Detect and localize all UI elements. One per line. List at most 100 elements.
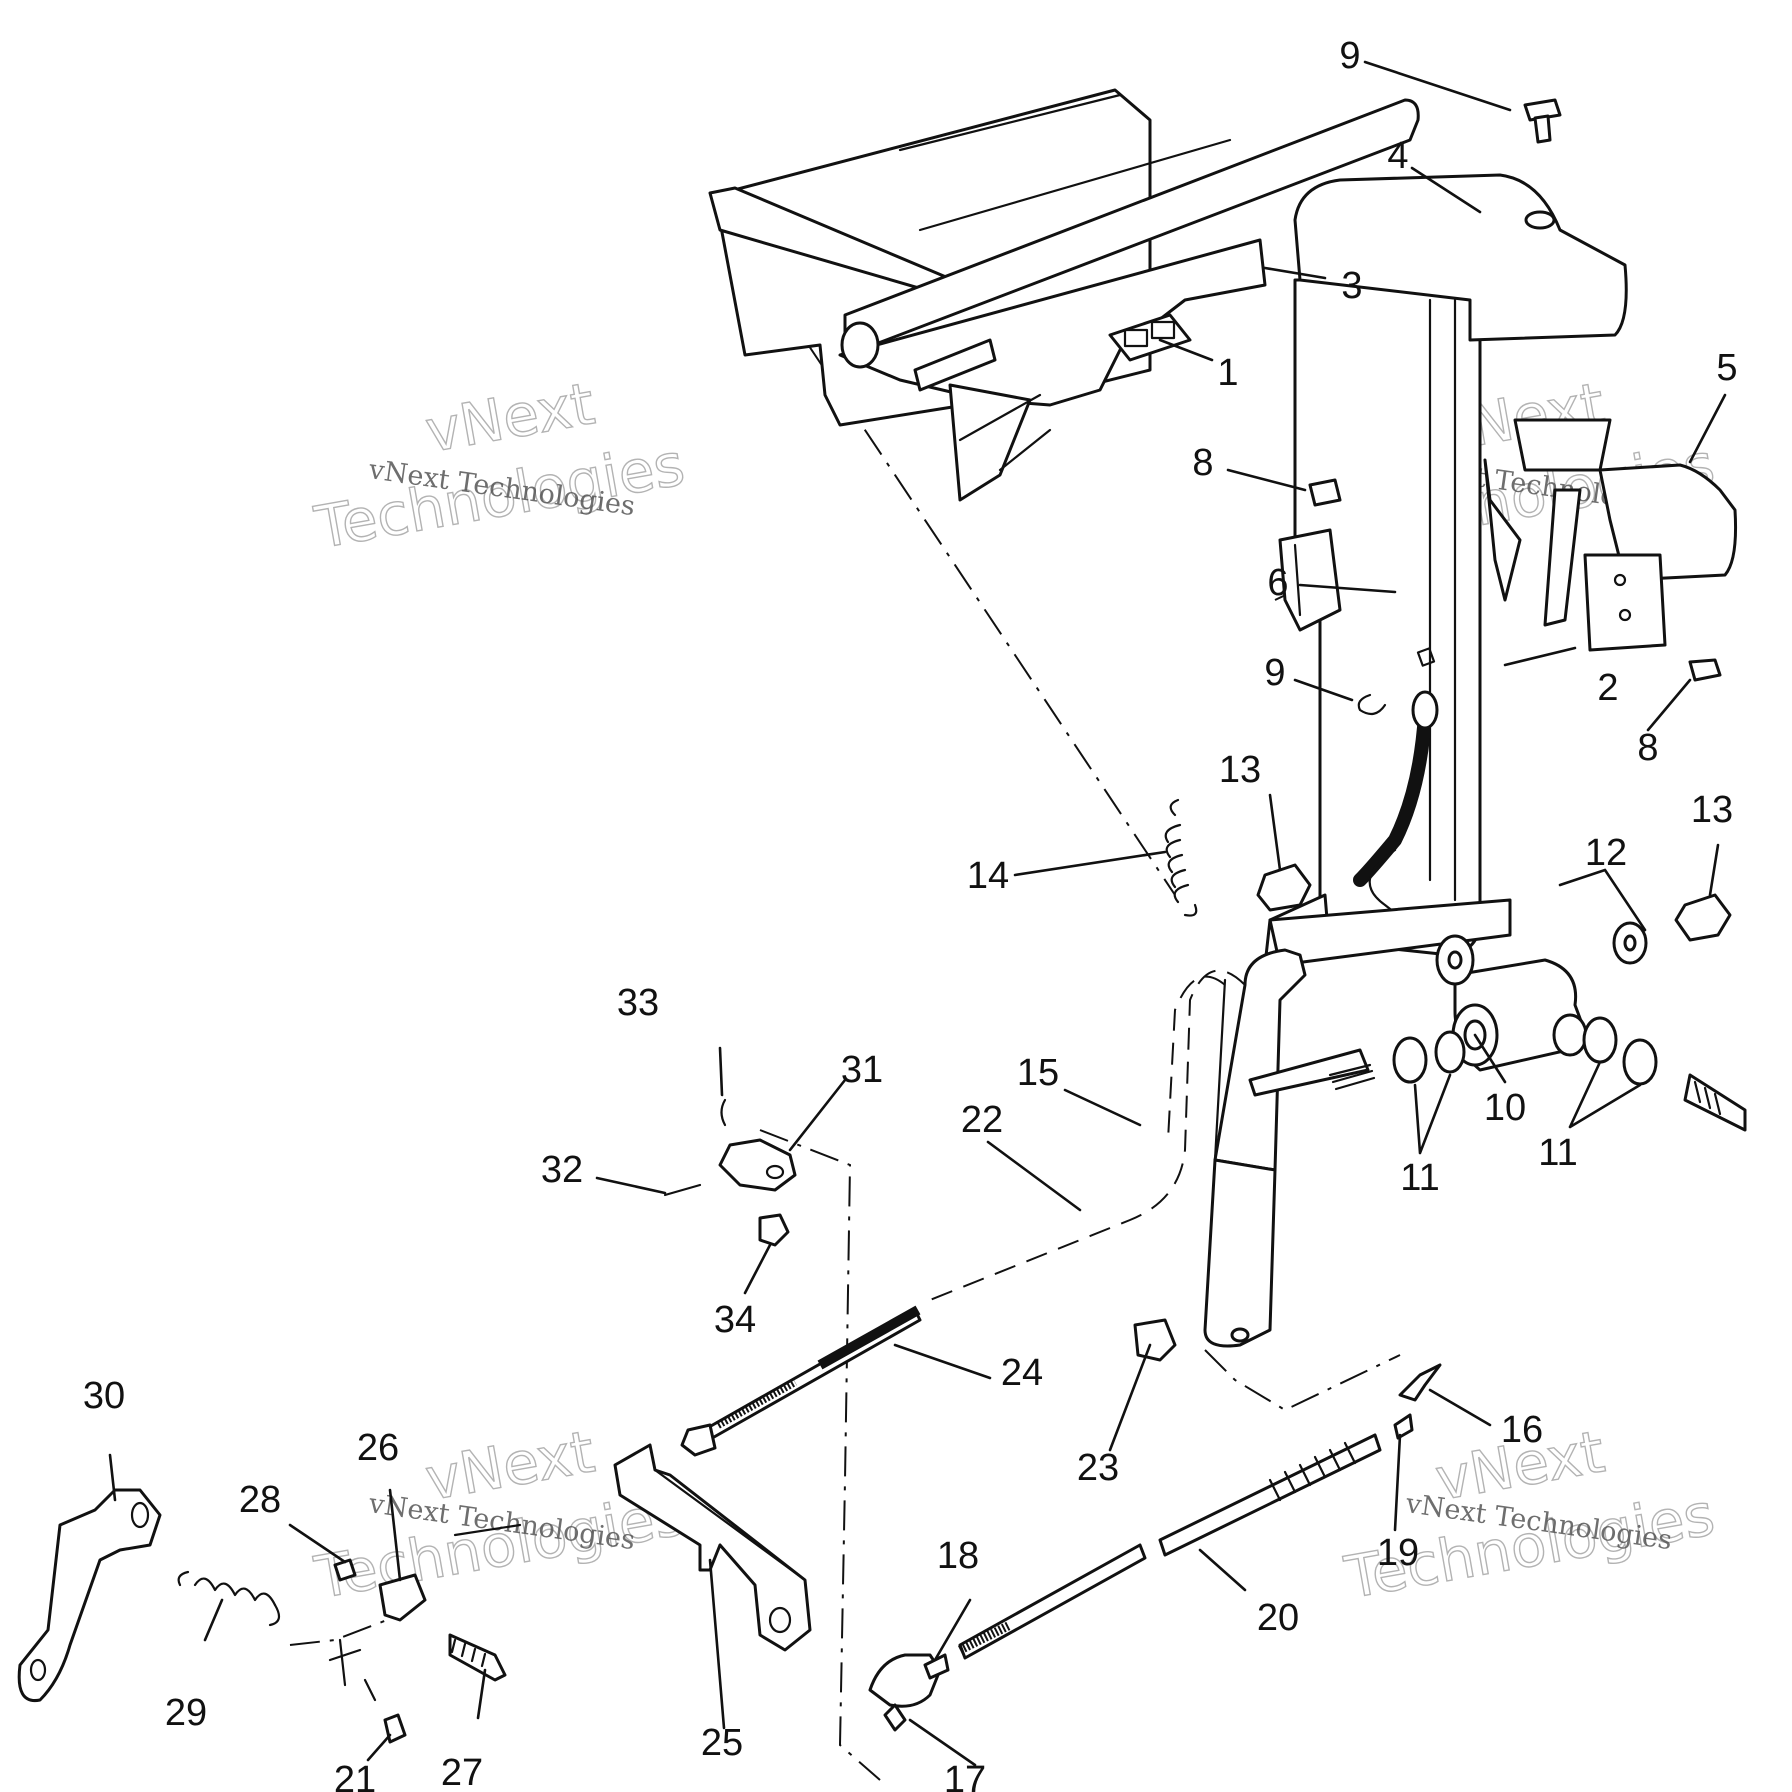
leader-13a bbox=[1268, 793, 1282, 872]
bracket-5-hole-2 bbox=[1618, 608, 1632, 622]
rod-end-16 bbox=[1398, 1363, 1442, 1402]
callout-6: 6 bbox=[1267, 562, 1288, 604]
lever-shank-edge bbox=[1213, 978, 1227, 1162]
leader-1 bbox=[1158, 338, 1214, 362]
callout-13b: 13 bbox=[1691, 789, 1733, 831]
leader-4 bbox=[1410, 166, 1482, 214]
washer-12a-hole bbox=[1447, 950, 1463, 970]
leader-18 bbox=[933, 1598, 972, 1662]
tie-rod-knurl bbox=[1268, 1441, 1357, 1502]
callout-19: 19 bbox=[1377, 1532, 1419, 1574]
leader-11b bbox=[1568, 1060, 1642, 1129]
callout-9b: 9 bbox=[1264, 652, 1285, 694]
leader-5 bbox=[1688, 393, 1727, 464]
pivot-bolt-thread bbox=[1328, 1063, 1376, 1091]
callout-10: 10 bbox=[1484, 1087, 1526, 1129]
leader-30 bbox=[108, 1453, 117, 1502]
callout-26: 26 bbox=[357, 1427, 399, 1469]
bracket-25 bbox=[613, 1443, 812, 1652]
leader-12 bbox=[1558, 868, 1647, 932]
arm-30-body bbox=[17, 1488, 162, 1703]
watermark-left: vNext Technologies vNext Technologies bbox=[309, 369, 690, 563]
leader-24 bbox=[893, 1343, 992, 1380]
clamp-31 bbox=[718, 1138, 797, 1192]
leader-28 bbox=[288, 1523, 347, 1564]
bracket-5-hole-1 bbox=[1613, 573, 1627, 587]
pin-32 bbox=[663, 1183, 702, 1197]
callout-34: 34 bbox=[714, 1299, 756, 1341]
leader-22 bbox=[986, 1140, 1082, 1212]
clamp-body bbox=[718, 1138, 797, 1192]
screw-7 bbox=[1308, 478, 1342, 507]
callout-20: 20 bbox=[1257, 1597, 1299, 1639]
callout-14: 14 bbox=[967, 855, 1009, 897]
leader-7 bbox=[1226, 468, 1307, 492]
callout-24: 24 bbox=[1001, 1352, 1043, 1394]
harness-connector bbox=[1411, 690, 1439, 730]
rod-24-thread-upper bbox=[817, 1305, 921, 1370]
callout-7: 8 bbox=[1192, 442, 1213, 484]
callout-1: 1 bbox=[1217, 352, 1238, 394]
leader-27 bbox=[476, 1668, 487, 1720]
pin-8 bbox=[1688, 658, 1722, 682]
bolt-27 bbox=[448, 1633, 507, 1682]
leader-2 bbox=[1503, 646, 1577, 667]
pivot-bolt-right bbox=[1683, 1073, 1747, 1132]
callout-labels: 9 4 3 1 5 8 6 9 2 8 13 13 12 14 33 31 15… bbox=[83, 35, 1738, 1792]
callout-13a: 13 bbox=[1219, 749, 1261, 791]
callout-32: 32 bbox=[541, 1149, 583, 1191]
callout-29: 29 bbox=[165, 1692, 207, 1734]
bracket-5-body bbox=[1598, 463, 1738, 582]
clamp-hole bbox=[765, 1164, 785, 1180]
leader-26 bbox=[388, 1488, 402, 1582]
leader-lines bbox=[108, 60, 1727, 1767]
arm-30 bbox=[17, 1488, 162, 1703]
block-26 bbox=[378, 1573, 427, 1622]
leader-3 bbox=[1263, 266, 1327, 280]
nut-19 bbox=[1393, 1413, 1414, 1440]
linkage-rod-phantom bbox=[929, 969, 1246, 1301]
clip-33 bbox=[720, 1098, 727, 1127]
leader-29 bbox=[203, 1598, 224, 1642]
decal-plate bbox=[1108, 313, 1192, 362]
rod-24 bbox=[680, 1305, 922, 1457]
seat-rail-lip bbox=[913, 338, 997, 392]
hub-rear bbox=[1552, 1013, 1588, 1057]
tie-rod-sleeve bbox=[1158, 1433, 1382, 1557]
decal-rf bbox=[1108, 313, 1192, 362]
callout-2: 2 bbox=[1597, 667, 1618, 709]
screw-9-head bbox=[1523, 98, 1562, 122]
leader-14 bbox=[1013, 850, 1167, 877]
bolt-27-thread bbox=[450, 1638, 487, 1668]
washer-12b-hole bbox=[1623, 934, 1637, 952]
nut-13b bbox=[1674, 893, 1732, 942]
pivot-bolt-right-thread bbox=[1693, 1080, 1722, 1116]
callout-18: 18 bbox=[937, 1535, 979, 1577]
callout-28: 28 bbox=[239, 1479, 281, 1521]
spring-29 bbox=[177, 1570, 281, 1627]
seat-bracket-detail bbox=[958, 393, 1052, 472]
leader-21 bbox=[366, 1733, 392, 1762]
callout-23: 23 bbox=[1077, 1447, 1119, 1489]
link-21 bbox=[328, 1638, 377, 1702]
rod-24-thread-lower bbox=[716, 1378, 797, 1429]
lever-curve bbox=[1213, 948, 1307, 1172]
lever-lower-shank bbox=[1203, 1158, 1277, 1348]
decal-box-r bbox=[1123, 328, 1149, 348]
bracket-25-edge bbox=[653, 1468, 807, 1582]
stanchion-inner-edge bbox=[1428, 298, 1457, 902]
pivot-bolt-shaft bbox=[1248, 1048, 1370, 1097]
seat-assembly bbox=[708, 88, 1420, 502]
callout-4: 4 bbox=[1387, 135, 1408, 177]
pin-near-26 bbox=[453, 1523, 522, 1537]
callout-8: 8 bbox=[1637, 727, 1658, 769]
leader-19 bbox=[1393, 1433, 1402, 1532]
leader-33 bbox=[718, 1046, 724, 1097]
tab-upper bbox=[1513, 418, 1612, 472]
callout-25: 25 bbox=[701, 1722, 743, 1764]
slot-left bbox=[1483, 458, 1522, 602]
callout-11b: 11 bbox=[1538, 1132, 1577, 1174]
washer-11b bbox=[1434, 1030, 1466, 1074]
bracket-25-body bbox=[613, 1443, 812, 1652]
